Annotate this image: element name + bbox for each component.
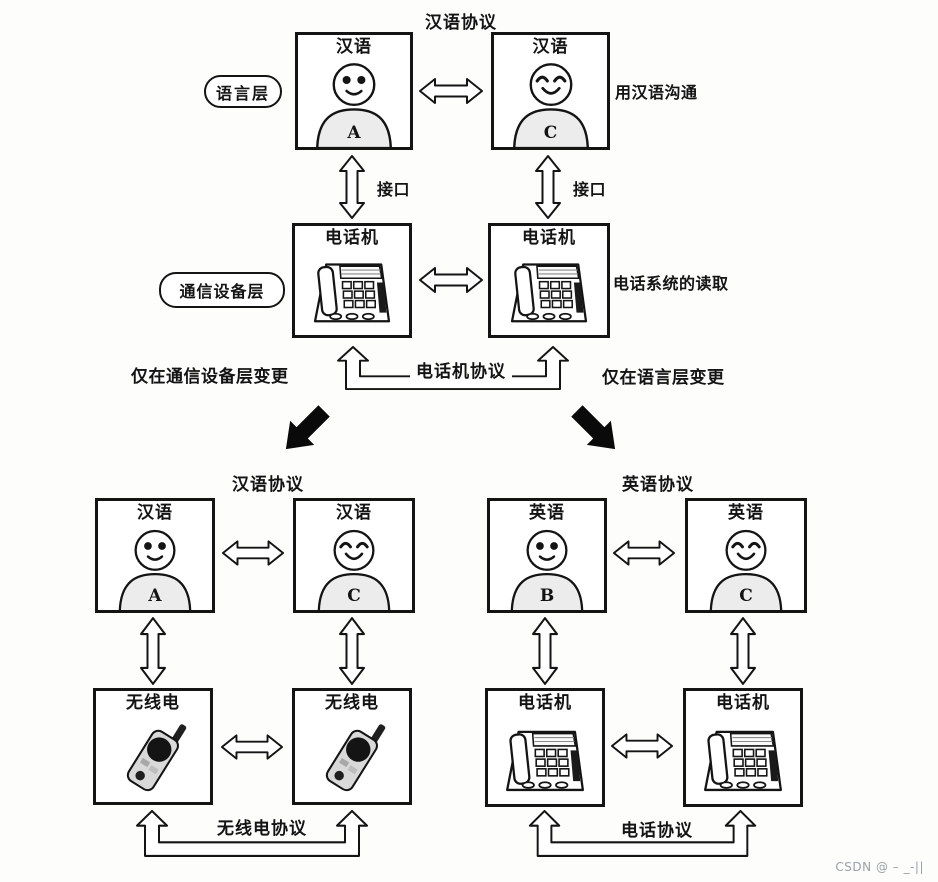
person-box-top-a: 汉语 A xyxy=(295,32,413,150)
person-box-br-b: 英语 B xyxy=(487,498,607,613)
double-arrow-horizontal-icon xyxy=(419,78,483,104)
phone-label: 电话机 xyxy=(325,228,379,248)
double-arrow-horizontal-icon xyxy=(220,734,284,760)
person-language-label: 汉语 xyxy=(336,503,372,523)
fat-arrow-down-right-icon xyxy=(568,402,624,458)
person-language-label: 汉语 xyxy=(336,37,372,57)
person-language-label: 汉语 xyxy=(532,37,569,57)
phone-label: 电话机 xyxy=(716,693,770,713)
phone-label: 电话机 xyxy=(522,228,576,248)
radio-protocol-label: 无线电协议 xyxy=(211,814,313,839)
radio-box-bl-right: 无线电 xyxy=(292,688,412,805)
person-language-label: 汉语 xyxy=(137,503,173,523)
person-box-br-c: 英语 C xyxy=(685,498,807,613)
bottom-left-protocol-title: 汉语协议 xyxy=(232,475,304,495)
phone-box-top-right: 电话机 xyxy=(488,223,610,338)
double-arrow-horizontal-icon xyxy=(419,267,483,293)
person-letter: C xyxy=(543,123,558,143)
top-protocol-title: 汉语协议 xyxy=(425,13,497,33)
walkie-talkie-icon xyxy=(124,714,191,794)
person-language-label: 英语 xyxy=(529,503,565,523)
interface-label-left: 接口 xyxy=(377,180,411,199)
fat-arrow-down-left-icon xyxy=(277,402,333,458)
radio-label: 无线电 xyxy=(126,693,180,713)
person-letter: C xyxy=(739,586,753,606)
change-note-right: 仅在语言层变更 xyxy=(602,368,725,388)
double-arrow-horizontal-icon xyxy=(612,540,676,566)
double-arrow-vertical-icon xyxy=(531,617,559,685)
double-arrow-horizontal-icon xyxy=(610,733,674,759)
person-box-bl-a: 汉语 A xyxy=(95,498,215,613)
person-box-top-c: 汉语 C xyxy=(491,32,610,150)
person-letter: A xyxy=(347,123,361,143)
phone-box-top-left: 电话机 xyxy=(292,223,412,338)
change-note-left: 仅在通信设备层变更 xyxy=(131,367,289,387)
person-letter: B xyxy=(539,586,555,606)
telephone-icon xyxy=(313,263,391,323)
person-letter: C xyxy=(347,586,361,606)
radio-label: 无线电 xyxy=(325,693,379,713)
person-letter: A xyxy=(148,586,162,606)
bottom-right-protocol-title: 英语协议 xyxy=(622,475,694,495)
walkie-talkie-icon xyxy=(323,714,390,794)
double-arrow-vertical-icon xyxy=(139,617,167,685)
phone-label: 电话机 xyxy=(518,693,572,713)
note-communicate-chinese: 用汉语沟通 xyxy=(615,83,698,102)
csdn-watermark: CSDN @ – _-|| xyxy=(835,860,924,874)
double-arrow-vertical-icon xyxy=(339,155,365,219)
double-arrow-horizontal-icon xyxy=(221,540,285,566)
interface-label-right: 接口 xyxy=(573,180,607,199)
phone-protocol-bottom-label: 电话协议 xyxy=(615,816,699,841)
phone-box-br-right: 电话机 xyxy=(683,688,803,807)
telephone-icon xyxy=(704,730,782,792)
telephone-icon xyxy=(506,730,584,792)
double-arrow-vertical-icon xyxy=(338,617,366,685)
person-box-bl-c: 汉语 C xyxy=(293,498,415,613)
double-arrow-vertical-icon xyxy=(535,155,561,219)
phone-box-br-left: 电话机 xyxy=(485,688,605,807)
language-layer-label: 语言层 xyxy=(204,75,282,108)
note-phone-system: 电话系统的读取 xyxy=(613,274,729,293)
double-arrow-vertical-icon xyxy=(729,617,757,685)
phone-protocol-label: 电话机协议 xyxy=(410,357,512,382)
equipment-layer-label: 通信设备层 xyxy=(159,272,285,308)
telephone-icon xyxy=(510,263,588,323)
radio-box-bl-left: 无线电 xyxy=(93,688,213,805)
person-language-label: 英语 xyxy=(728,503,764,523)
